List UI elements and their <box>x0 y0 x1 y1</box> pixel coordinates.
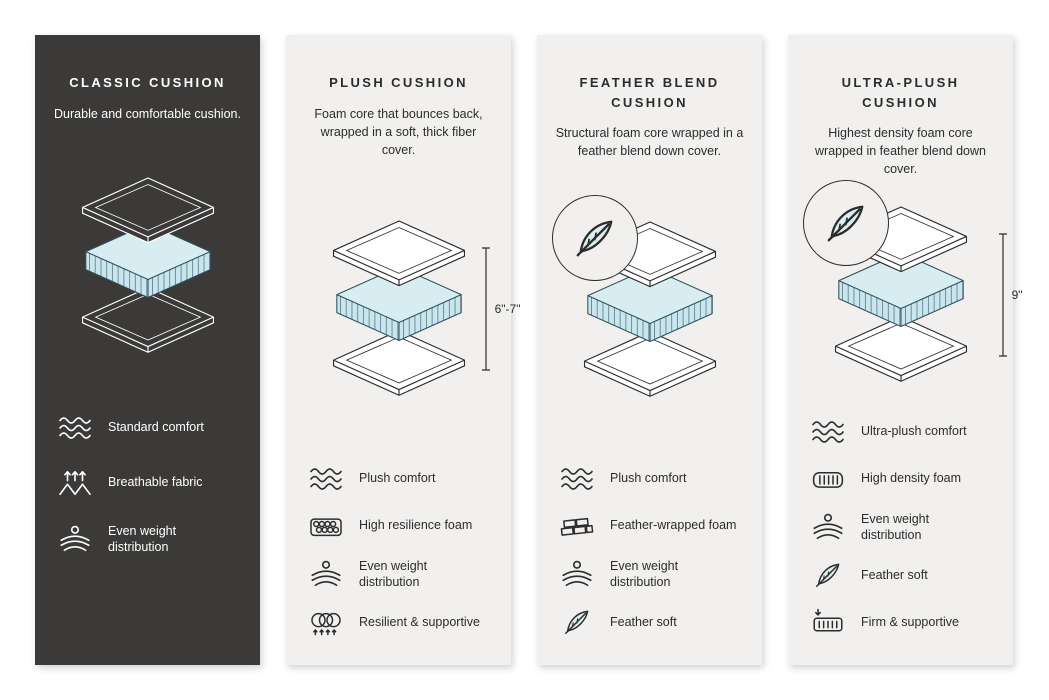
feature-label: Resilient & supportive <box>359 614 480 629</box>
card-feather-blend-cushion: FEATHER BLEND CUSHION Structural foam co… <box>537 35 762 665</box>
feature-item: Even weight distribution <box>808 511 993 544</box>
card-title: CLASSIC CUSHION <box>69 75 226 90</box>
feature-label: Even weight distribution <box>610 558 679 589</box>
feature-item: Plush comfort <box>557 464 742 494</box>
feature-list: Ultra-plush comfort High density foam Ev… <box>806 417 995 638</box>
feature-label: Feather-wrapped foam <box>610 518 737 533</box>
even-weight-icon <box>559 559 595 589</box>
feature-label: Breathable fabric <box>108 475 203 490</box>
breathable-fabric-icon <box>57 468 93 498</box>
feature-item: Breathable fabric <box>55 468 240 498</box>
feature-label: Plush comfort <box>359 471 436 486</box>
feature-label: Firm & supportive <box>861 614 959 629</box>
feature-item: Resilient & supportive <box>306 607 491 637</box>
cushion-layers-diagram <box>309 216 489 406</box>
feature-label: Plush comfort <box>610 471 687 486</box>
feature-item: Even weight distribution <box>306 558 491 591</box>
feature-item: Standard comfort <box>55 413 240 443</box>
card-description: Durable and comfortable cushion. <box>54 106 241 121</box>
feature-item: Even weight distribution <box>557 558 742 591</box>
feature-list: Plush comfort Feather-wrapped foam Even … <box>555 464 744 638</box>
height-measure-label: 6"-7" <box>494 302 521 317</box>
feather-icon <box>810 560 846 590</box>
measure-line <box>998 233 1007 358</box>
card-ultra-plush-cushion: ULTRA-PLUSH CUSHION Highest density foam… <box>788 35 1023 665</box>
feather-icon <box>559 607 595 637</box>
feature-item: Even weight distribution <box>55 523 240 556</box>
card-description: Structural foam core wrapped in a feathe… <box>555 126 744 159</box>
feature-label: Ultra-plush comfort <box>861 424 967 439</box>
feature-item: Ultra-plush comfort <box>808 417 993 447</box>
feather-icon <box>823 200 869 246</box>
feature-list: Plush comfort High resilience foam Even … <box>304 464 493 638</box>
waves-icon <box>559 464 595 494</box>
even-weight-icon <box>810 512 846 542</box>
high-density-foam-icon <box>810 464 846 494</box>
card-title: ULTRA-PLUSH CUSHION <box>841 75 960 110</box>
card-title: PLUSH CUSHION <box>329 75 468 90</box>
measure-line <box>481 247 490 371</box>
feature-item: Firm & supportive <box>808 607 993 637</box>
feather-icon <box>572 215 618 261</box>
feature-item: High resilience foam <box>306 511 491 541</box>
waves-icon <box>57 413 93 443</box>
even-weight-icon <box>57 524 93 554</box>
card-description: Foam core that bounces back, wrapped in … <box>314 106 483 157</box>
card-description: Highest density foam core wrapped in fea… <box>815 126 986 177</box>
cushion-illustration: 9" <box>802 180 1023 392</box>
feature-list: Standard comfort Breathable fabric Even … <box>53 413 242 556</box>
feature-item: High density foam <box>808 464 993 494</box>
feature-label: Standard comfort <box>108 420 204 435</box>
cushion-layers-diagram <box>58 173 238 363</box>
spring-icon <box>308 607 344 637</box>
cushion-illustration <box>58 173 238 363</box>
card-classic-cushion: CLASSIC CUSHION Durable and comfortable … <box>35 35 260 665</box>
card-plush-cushion: PLUSH CUSHION Foam core that bounces bac… <box>286 35 521 665</box>
feature-label: Feather soft <box>610 614 677 629</box>
foam-cells-icon <box>308 511 344 541</box>
feature-label: High resilience foam <box>359 518 473 533</box>
even-weight-icon <box>308 559 344 589</box>
feather-badge <box>551 194 638 281</box>
cushion-illustration: 6"-7" <box>309 216 521 406</box>
feature-label: Even weight distribution <box>359 558 428 589</box>
feather-badge <box>802 180 889 267</box>
height-measure-label: 9" <box>1011 288 1023 303</box>
feature-item: Feather soft <box>557 607 742 637</box>
height-measure: 6"-7" <box>481 246 521 372</box>
feature-label: High density foam <box>861 471 962 486</box>
feature-label: Even weight distribution <box>108 523 177 554</box>
feature-item: Feather soft <box>808 560 993 590</box>
waves-icon <box>308 464 344 494</box>
feature-item: Feather-wrapped foam <box>557 511 742 541</box>
height-measure: 9" <box>998 232 1023 358</box>
cushion-illustration <box>551 194 740 407</box>
waves-icon <box>810 417 846 447</box>
feature-label: Even weight distribution <box>861 511 930 542</box>
firm-supportive-icon <box>810 607 846 637</box>
card-title: FEATHER BLEND CUSHION <box>579 75 720 110</box>
bricks-icon <box>559 511 595 541</box>
feature-item: Plush comfort <box>306 464 491 494</box>
feature-label: Feather soft <box>861 567 928 582</box>
